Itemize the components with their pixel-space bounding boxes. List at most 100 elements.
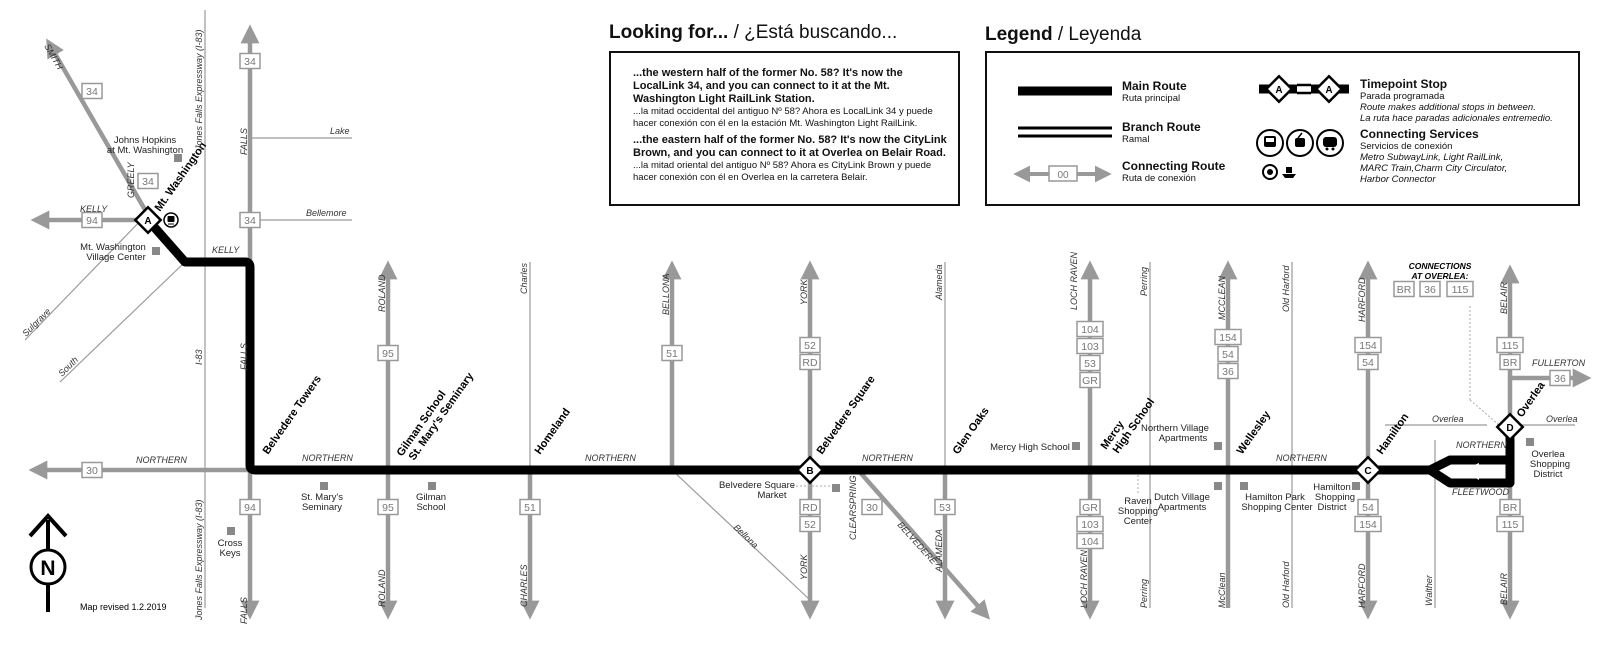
street-charles-1: Charles (519, 262, 529, 294)
western-en: ...the western half of the former No. 58… (633, 67, 903, 105)
street-alameda-1: Alameda (934, 264, 944, 301)
legend-main-route-es: Ruta principal (1122, 93, 1181, 104)
street-mcclean-2: McClean (1217, 572, 1227, 608)
route-badge-label: 104 (1081, 536, 1099, 548)
minor-streets (24, 10, 1575, 608)
legend-timepoint: Timepoint Stop (1360, 77, 1448, 91)
street-harford-1: HARFORD (1357, 277, 1367, 322)
route-badge-label: 104 (1081, 324, 1099, 336)
street-old-harford-2: Old Harford (1281, 560, 1291, 608)
street-roland-2: ROLAND (377, 569, 387, 607)
street-overlea-2: Overlea (1546, 414, 1578, 424)
route-badge-falls-34a: 34 (239, 52, 261, 70)
subway-icon (1256, 129, 1284, 157)
place-bsm-2: Market (757, 490, 786, 501)
route-badge-full-36: 36 (1549, 369, 1571, 387)
timepoint-b-letter: B (806, 466, 813, 477)
route-badge-york-rdb: RD (799, 498, 821, 516)
route-badge-label: 54 (1362, 502, 1374, 514)
looking-for-box: ...the western half of the former No. 58… (609, 51, 960, 206)
legend-box: 00 A A Main Route Ruta principal Branch … (985, 51, 1580, 206)
route-badge-mc-36: 36 (1217, 362, 1239, 380)
route-badge-label: 154 (1219, 332, 1237, 344)
route-badge-label: 51 (666, 348, 678, 360)
route-badge-c-36: 36 (1419, 280, 1441, 298)
place-jh-2: at Mt. Washington (107, 145, 183, 156)
legend-services-list-1: Metro SubwayLink, Light RailLink, (1360, 152, 1504, 163)
route-badge-label: RD (802, 357, 818, 369)
route-badge-label: BR (1503, 502, 1518, 514)
place-bsm-1: Belvedere Square (719, 480, 795, 491)
eastern-en: ...the eastern half of the former No. 58… (633, 134, 947, 159)
route-badge-label: 53 (939, 502, 951, 514)
route-badge-b-115a: 115 (1496, 336, 1524, 354)
connections-title-2: AT OVERLEA: (1411, 271, 1469, 281)
street-greely: GREELY (126, 161, 136, 198)
street-smith: SMITH (42, 42, 65, 72)
route-badge-label: 30 (86, 465, 98, 477)
place-mwvc-1: Mt. Washington (80, 242, 146, 253)
route-badge-label: 30 (866, 502, 878, 514)
street-northern-5: NORTHERN (1276, 453, 1327, 463)
route-badge-belv-30: 30 (861, 498, 883, 516)
looking-for-title-es: / ¿Está buscando... (733, 22, 898, 43)
street-loch-raven-1: LOCH RAVEN (1069, 251, 1079, 310)
street-kelly-2: KELLY (212, 245, 240, 255)
route-badge-label: 52 (804, 519, 816, 531)
timepoint-a: A (133, 205, 163, 235)
route-badge-lr-grb: GR (1079, 498, 1101, 516)
street-bellona-2: Bellona (732, 522, 761, 550)
route-badge-label: GR (1082, 375, 1098, 387)
legend-symbols: 00 A A (1013, 74, 1349, 183)
route-badge-charles-51: 51 (519, 498, 541, 516)
timepoint-d-letter: D (1506, 423, 1513, 434)
route-badge-falls-94: 94 (239, 498, 261, 516)
legend-timepoint-letter-1: A (1275, 85, 1282, 96)
street-belair-1: BELAIR (1499, 281, 1509, 314)
place-cross-2: Keys (219, 548, 240, 559)
street-bellona-1: BELLONA (661, 273, 671, 315)
place-mwvc-2: Village Center (86, 252, 146, 263)
place-mercy-hs: Mercy High School (990, 442, 1070, 453)
route-badge-label: 54 (1222, 349, 1234, 361)
street-old-harford-1: Old Harford (1281, 264, 1291, 312)
north-label: N (40, 557, 55, 580)
street-i83: I-83 (194, 349, 204, 365)
legend-timepoint-es: Parada programada (1360, 91, 1445, 102)
legend-title-es: / Leyenda (1057, 24, 1142, 45)
route-badge-label: 51 (524, 502, 536, 514)
route-badge-lr-104b: 104 (1076, 532, 1104, 550)
timepoint-c: C (1353, 455, 1383, 485)
street-clearspring: CLEARSPRING (848, 475, 858, 540)
place-hsd-1: Hamilton (1313, 482, 1351, 493)
street-kelly-1: KELLY (80, 204, 108, 214)
route-badge-label: 54 (1362, 357, 1374, 369)
route-badge-label: 115 (1502, 340, 1519, 352)
place-dva-2: Apartments (1158, 502, 1207, 513)
route-badge-label: 36 (1222, 366, 1234, 378)
western-es: ...la mitad occidental del antiguo Nº 58… (633, 106, 933, 129)
route-badge-mc-54: 54 (1217, 345, 1239, 363)
place-gilman-1: Gilman (416, 492, 446, 503)
place-cross-1: Cross (218, 538, 243, 549)
eastern-es: ...la mitad oriental del antiguo Nº 58? … (633, 160, 932, 183)
place-osd-2: Shopping (1530, 459, 1570, 470)
place-gilman-2: School (416, 502, 445, 513)
place-hpsc-2: Shopping Center (1241, 502, 1312, 513)
street-sulgrave: Sulgrave (20, 306, 52, 338)
route-badge-lr-104a: 104 (1076, 320, 1104, 338)
map-revised: Map revised 1.2.2019 (80, 602, 167, 612)
street-falls-3: FALLS (239, 597, 249, 624)
street-roland-1: ROLAND (377, 274, 387, 312)
route-badge-bellona-51: 51 (661, 344, 683, 362)
route-badge-label: BR (1397, 284, 1412, 296)
route-badge-mc-154: 154 (1214, 328, 1242, 346)
street-northern-4: NORTHERN (862, 453, 913, 463)
legend-services-list-3: Harbor Connector (1360, 174, 1436, 185)
route-badge-label: 36 (1424, 284, 1436, 296)
route-badge-label: 103 (1081, 519, 1099, 531)
street-fullerton: FULLERTON (1532, 358, 1586, 368)
street-jfx-2: Jones Falls Expressway (I-83) (194, 499, 204, 621)
street-charles-2: CHARLES (519, 564, 529, 607)
route-badge-label: 34 (86, 86, 98, 98)
